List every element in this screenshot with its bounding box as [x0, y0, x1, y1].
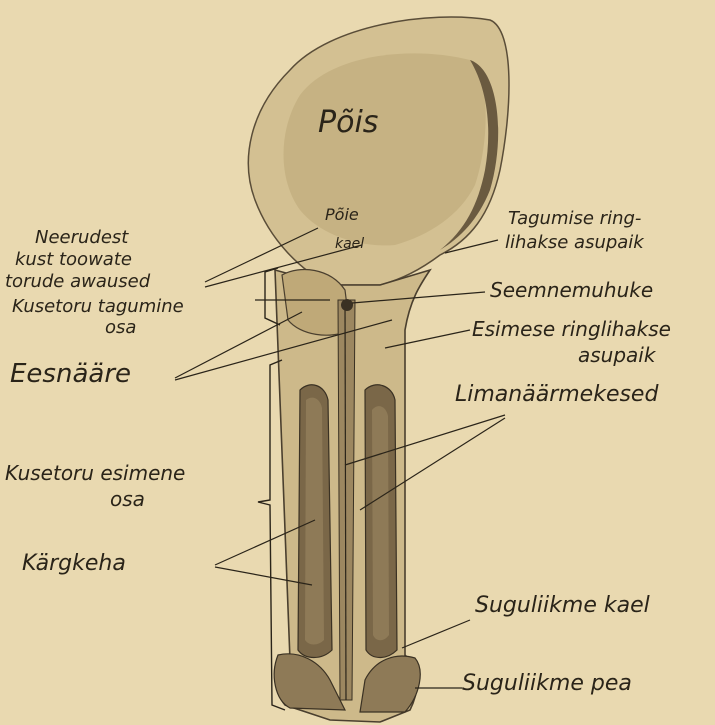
label-prostate: Eesnääre [10, 359, 131, 389]
label-posterior-urethra-1: Kusetoru tagumine [12, 296, 184, 317]
label-anterior-ring-2: asupaik [578, 343, 657, 367]
label-anterior-urethra-2: osa [110, 487, 145, 511]
label-bladder: Põis [318, 105, 378, 140]
cavernous-body-right-inner [372, 406, 389, 640]
label-posterior-ring-2: lihakse asupaik [505, 232, 645, 253]
label-bladder-neck-2: kael [335, 236, 364, 252]
label-cavernous-body: Kärgkeha [22, 551, 126, 576]
seminal-hill-dot [341, 299, 353, 311]
label-posterior-urethra-2: osa [105, 317, 136, 338]
label-penis-neck: Suguliikme kael [475, 593, 650, 618]
label-bladder-neck-1: Põie [325, 205, 359, 224]
label-mucous-glands: Limanäärmekesed [455, 382, 659, 407]
label-kidney-ducts-3: torude awaused [5, 271, 151, 292]
label-seminal-hill: Seemnemuhuke [490, 278, 653, 302]
label-anterior-urethra-1: Kusetoru esimene [5, 461, 185, 485]
label-kidney-ducts-1: Neerudest [35, 227, 129, 248]
cavernous-body-left-inner [305, 398, 324, 645]
label-kidney-ducts-2: kust toowate [15, 249, 132, 270]
label-penis-head: Suguliikme pea [462, 671, 632, 696]
urethral-channel [338, 300, 355, 700]
label-posterior-ring-1: Tagumise ring- [508, 208, 641, 229]
label-anterior-ring-1: Esimese ringlihakse [472, 317, 671, 341]
